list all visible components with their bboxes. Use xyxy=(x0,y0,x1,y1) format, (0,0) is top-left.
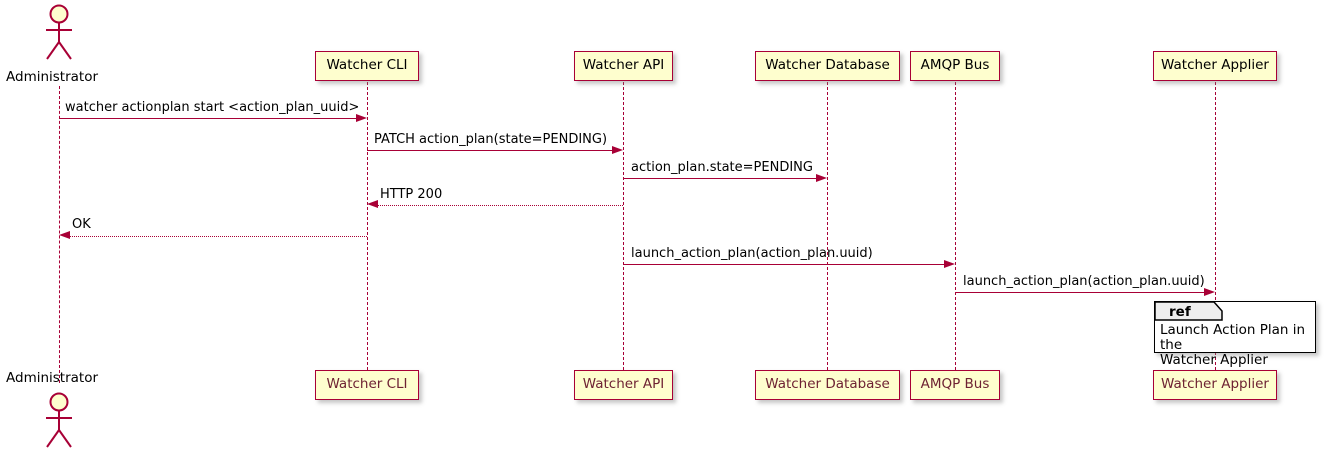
message-arrowhead-5 xyxy=(59,231,70,239)
participant-label: Watcher API xyxy=(582,57,665,74)
lifeline-database xyxy=(827,82,828,370)
participant-label: Watcher API xyxy=(582,376,665,393)
ref-body-text: Launch Action Plan in the Watcher Applie… xyxy=(1160,322,1306,368)
participant-watcher-api-bottom[interactable]: Watcher API xyxy=(574,370,673,400)
message-line-4 xyxy=(378,204,623,206)
message-label-1: watcher actionplan start <action_plan_uu… xyxy=(65,100,360,115)
lifeline-amqp xyxy=(955,82,956,370)
message-line-2 xyxy=(367,150,612,151)
message-line-1 xyxy=(59,118,356,119)
message-line-6 xyxy=(623,264,944,265)
message-arrowhead-6 xyxy=(944,259,955,268)
participant-label: Watcher Applier xyxy=(1161,376,1269,393)
participant-label: Watcher Applier xyxy=(1161,57,1269,74)
participant-label: Watcher CLI xyxy=(326,376,408,393)
participant-watcher-database-top[interactable]: Watcher Database xyxy=(755,51,900,81)
message-arrowhead-7 xyxy=(1204,287,1215,296)
message-arrowhead-4 xyxy=(367,200,378,208)
message-arrowhead-1 xyxy=(356,113,367,122)
participant-watcher-applier-bottom[interactable]: Watcher Applier xyxy=(1153,370,1277,400)
actor-label-administrator-top: Administrator xyxy=(6,69,99,85)
ref-tab-shape xyxy=(1154,301,1223,321)
participant-label: Watcher Database xyxy=(765,57,890,74)
message-line-5 xyxy=(70,235,367,237)
participant-watcher-cli-bottom[interactable]: Watcher CLI xyxy=(315,370,419,400)
message-label-2: PATCH action_plan(state=PENDING) xyxy=(374,132,608,147)
participant-watcher-database-bottom[interactable]: Watcher Database xyxy=(755,370,900,400)
participant-watcher-cli-top[interactable]: Watcher CLI xyxy=(315,51,419,81)
message-arrowhead-3 xyxy=(816,173,827,182)
participant-amqp-bus-top[interactable]: AMQP Bus xyxy=(910,51,1000,81)
message-arrowhead-2 xyxy=(612,145,623,154)
message-label-5: OK xyxy=(72,217,91,232)
message-label-6: launch_action_plan(action_plan.uuid) xyxy=(631,246,873,261)
actor-administrator-bottom xyxy=(46,392,72,448)
participant-label: AMQP Bus xyxy=(920,376,990,393)
ref-tab-label: ref xyxy=(1169,304,1191,320)
message-line-7 xyxy=(955,292,1204,293)
message-label-7: launch_action_plan(action_plan.uuid) xyxy=(963,274,1205,289)
participant-watcher-applier-top[interactable]: Watcher Applier xyxy=(1153,51,1277,81)
message-label-3: action_plan.state=PENDING xyxy=(631,160,813,175)
participant-watcher-api-top[interactable]: Watcher API xyxy=(574,51,673,81)
message-label-4: HTTP 200 xyxy=(380,187,443,202)
participant-label: Watcher Database xyxy=(765,376,890,393)
lifeline-api xyxy=(623,82,624,370)
actor-administrator-top xyxy=(46,4,72,60)
lifeline-cli xyxy=(367,82,368,370)
participant-amqp-bus-bottom[interactable]: AMQP Bus xyxy=(910,370,1000,400)
lifeline-applier xyxy=(1215,82,1216,370)
message-line-3 xyxy=(623,178,816,179)
ref-fragment[interactable]: ref Launch Action Plan in the Watcher Ap… xyxy=(1154,301,1316,368)
participant-label: AMQP Bus xyxy=(920,57,990,74)
actor-label-administrator-bottom: Administrator xyxy=(6,370,99,386)
participant-label: Watcher CLI xyxy=(326,57,408,74)
